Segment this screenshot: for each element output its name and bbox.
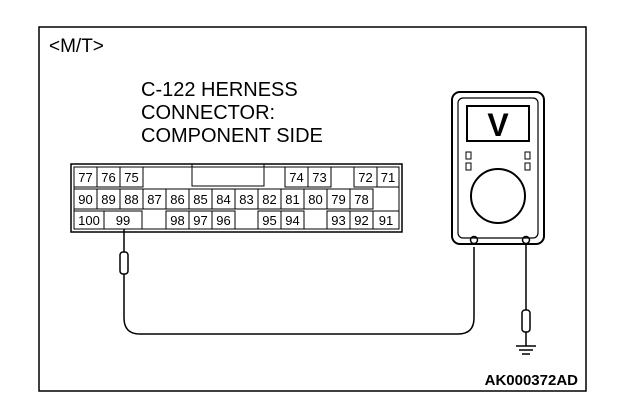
voltmeter-icon: V [451,91,545,245]
pin-label: 98 [170,213,184,228]
pin-label: 84 [216,192,230,207]
pin-label: 71 [381,170,395,185]
pin-label: 92 [354,213,368,228]
pin-label-probed: 99 [116,213,130,228]
pin-row-2: 90 89 88 87 86 85 84 83 82 81 80 79 78 [73,188,374,210]
pin-cell [119,166,144,188]
ground-icon [516,345,536,355]
pin-label: 85 [193,192,207,207]
meter-display [466,105,530,142]
connector-title-line-1: C-122 HERNESS [141,79,298,101]
pin-label: 81 [285,192,299,207]
pin-label: 97 [193,213,207,228]
c-122-connector: 77 76 75 74 73 72 71 90 89 88 87 [70,163,403,233]
meter-indicator-right-1 [524,151,531,160]
meter-body-outer [451,91,545,245]
meter-dial [470,168,526,224]
pin-label: 94 [285,213,299,228]
pin-cell [307,166,332,188]
meter-indicator-left-2 [465,162,472,171]
pin-label: 90 [78,192,92,207]
figure-frame [38,26,587,392]
pin-cell [376,166,400,188]
test-probe-pin-99 [119,229,129,275]
pin-label: 89 [101,192,115,207]
pin-label: 72 [358,170,372,185]
meter-indicator-right-2 [524,162,531,171]
pin-row-1: 77 76 75 74 73 72 71 [73,166,400,188]
pin-label: 73 [312,170,326,185]
pin-label: 88 [124,192,138,207]
meter-positive-jack [469,235,479,245]
pin-row-3: 100 99 98 97 96 95 94 93 92 91 [73,210,400,230]
connector-title-line-2: CONNECTOR: [141,102,275,124]
pin-cell [280,210,305,230]
pin-cell [349,188,374,210]
pin-label: 100 [78,213,100,228]
pin-label: 86 [170,192,184,207]
connector-lock-tab [191,163,265,187]
variant-label: <M/T> [49,36,104,57]
pin-label: 87 [147,192,161,207]
ground-probe-handle [521,309,531,333]
pin-label: 80 [308,192,322,207]
pin-cell [103,210,143,230]
ground-lead [521,244,531,346]
pin-label: 83 [239,192,253,207]
figure-code: AK000372AD [485,372,579,389]
meter-indicator-left-1 [465,151,472,160]
pin-label: 95 [262,213,276,228]
pin-label: 93 [331,213,345,228]
meter-negative-jack [521,235,531,245]
pin-label: 76 [101,170,115,185]
pin-label: 91 [379,213,393,228]
probe-handle [119,251,129,275]
pin-cell [211,210,236,230]
pin-label: 78 [354,192,368,207]
test-lead-wire [123,247,475,335]
pin-label: 96 [216,213,230,228]
pin-label: 77 [78,170,92,185]
pin-label: 82 [262,192,276,207]
pin-cell [372,210,400,230]
pin-label: 74 [289,170,303,185]
pin-label: 79 [331,192,345,207]
meter-unit-symbol: V [487,107,509,143]
meter-body-inner [457,97,539,239]
pin-label: 75 [124,170,138,185]
connector-title-line-3: COMPONENT SIDE [141,125,323,147]
